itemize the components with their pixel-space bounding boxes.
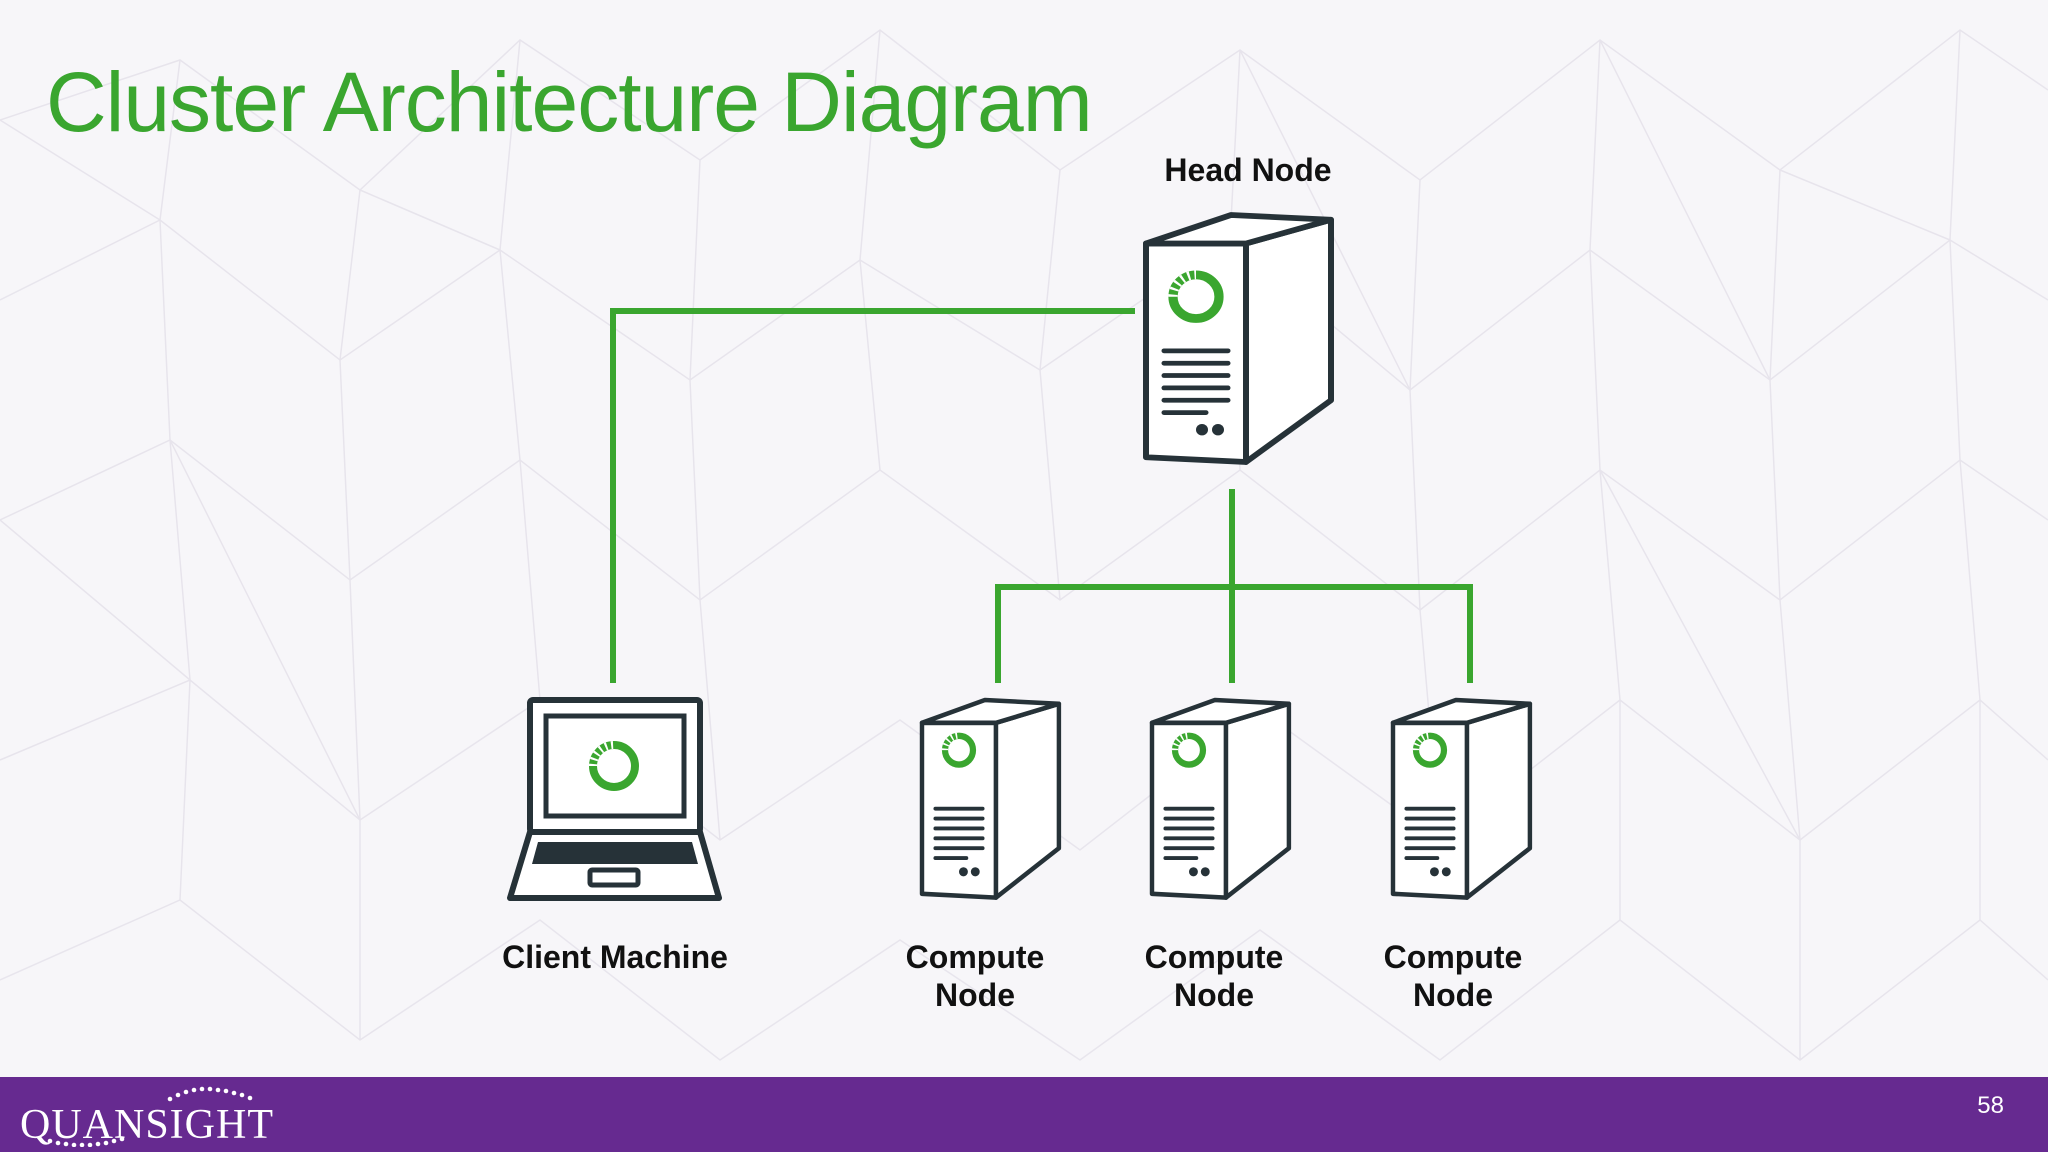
client-machine-label-text: Client Machine <box>502 939 728 975</box>
logo-wordmark: QUANSIGHT <box>20 1102 274 1148</box>
compute-node-1-server-icon <box>922 700 1059 898</box>
head-node-server-icon <box>1146 215 1331 462</box>
head-node-label: Head Node <box>1108 151 1388 189</box>
client-laptop-icon <box>507 697 722 901</box>
logo-dots-arc <box>47 1086 253 1147</box>
compute-node-2-server-icon <box>1152 700 1289 898</box>
page-number: 58 <box>1977 1092 2004 1119</box>
compute-node-3-label: Compute Node <box>1353 938 1553 1014</box>
compute-node-1-label: Compute Node <box>875 938 1075 1014</box>
connector-lines <box>610 308 1473 683</box>
footer-bar: QUANSIGHT 58 <box>0 1077 2048 1152</box>
client-machine-label: Client Machine <box>455 938 775 976</box>
compute-node-2-label-line1: Compute <box>1144 939 1284 975</box>
compute-node-3-label-line1: Compute <box>1383 939 1523 975</box>
connector-client-head <box>610 308 1135 683</box>
cluster-diagram <box>507 0 2048 901</box>
quansight-logo: QUANSIGHT <box>20 1083 273 1148</box>
compute-node-3-label-line2: Node <box>1413 977 1493 1013</box>
compute-node-1-label-line2: Node <box>935 977 1015 1013</box>
head-node-label-text: Head Node <box>1164 152 1332 188</box>
compute-node-2-label-line2: Node <box>1174 977 1254 1013</box>
compute-node-1-label-line1: Compute <box>905 939 1045 975</box>
compute-node-2-label: Compute Node <box>1114 938 1314 1014</box>
slide-title: Cluster Architecture Diagram <box>46 55 1093 149</box>
compute-node-3-server-icon <box>1393 700 1530 898</box>
